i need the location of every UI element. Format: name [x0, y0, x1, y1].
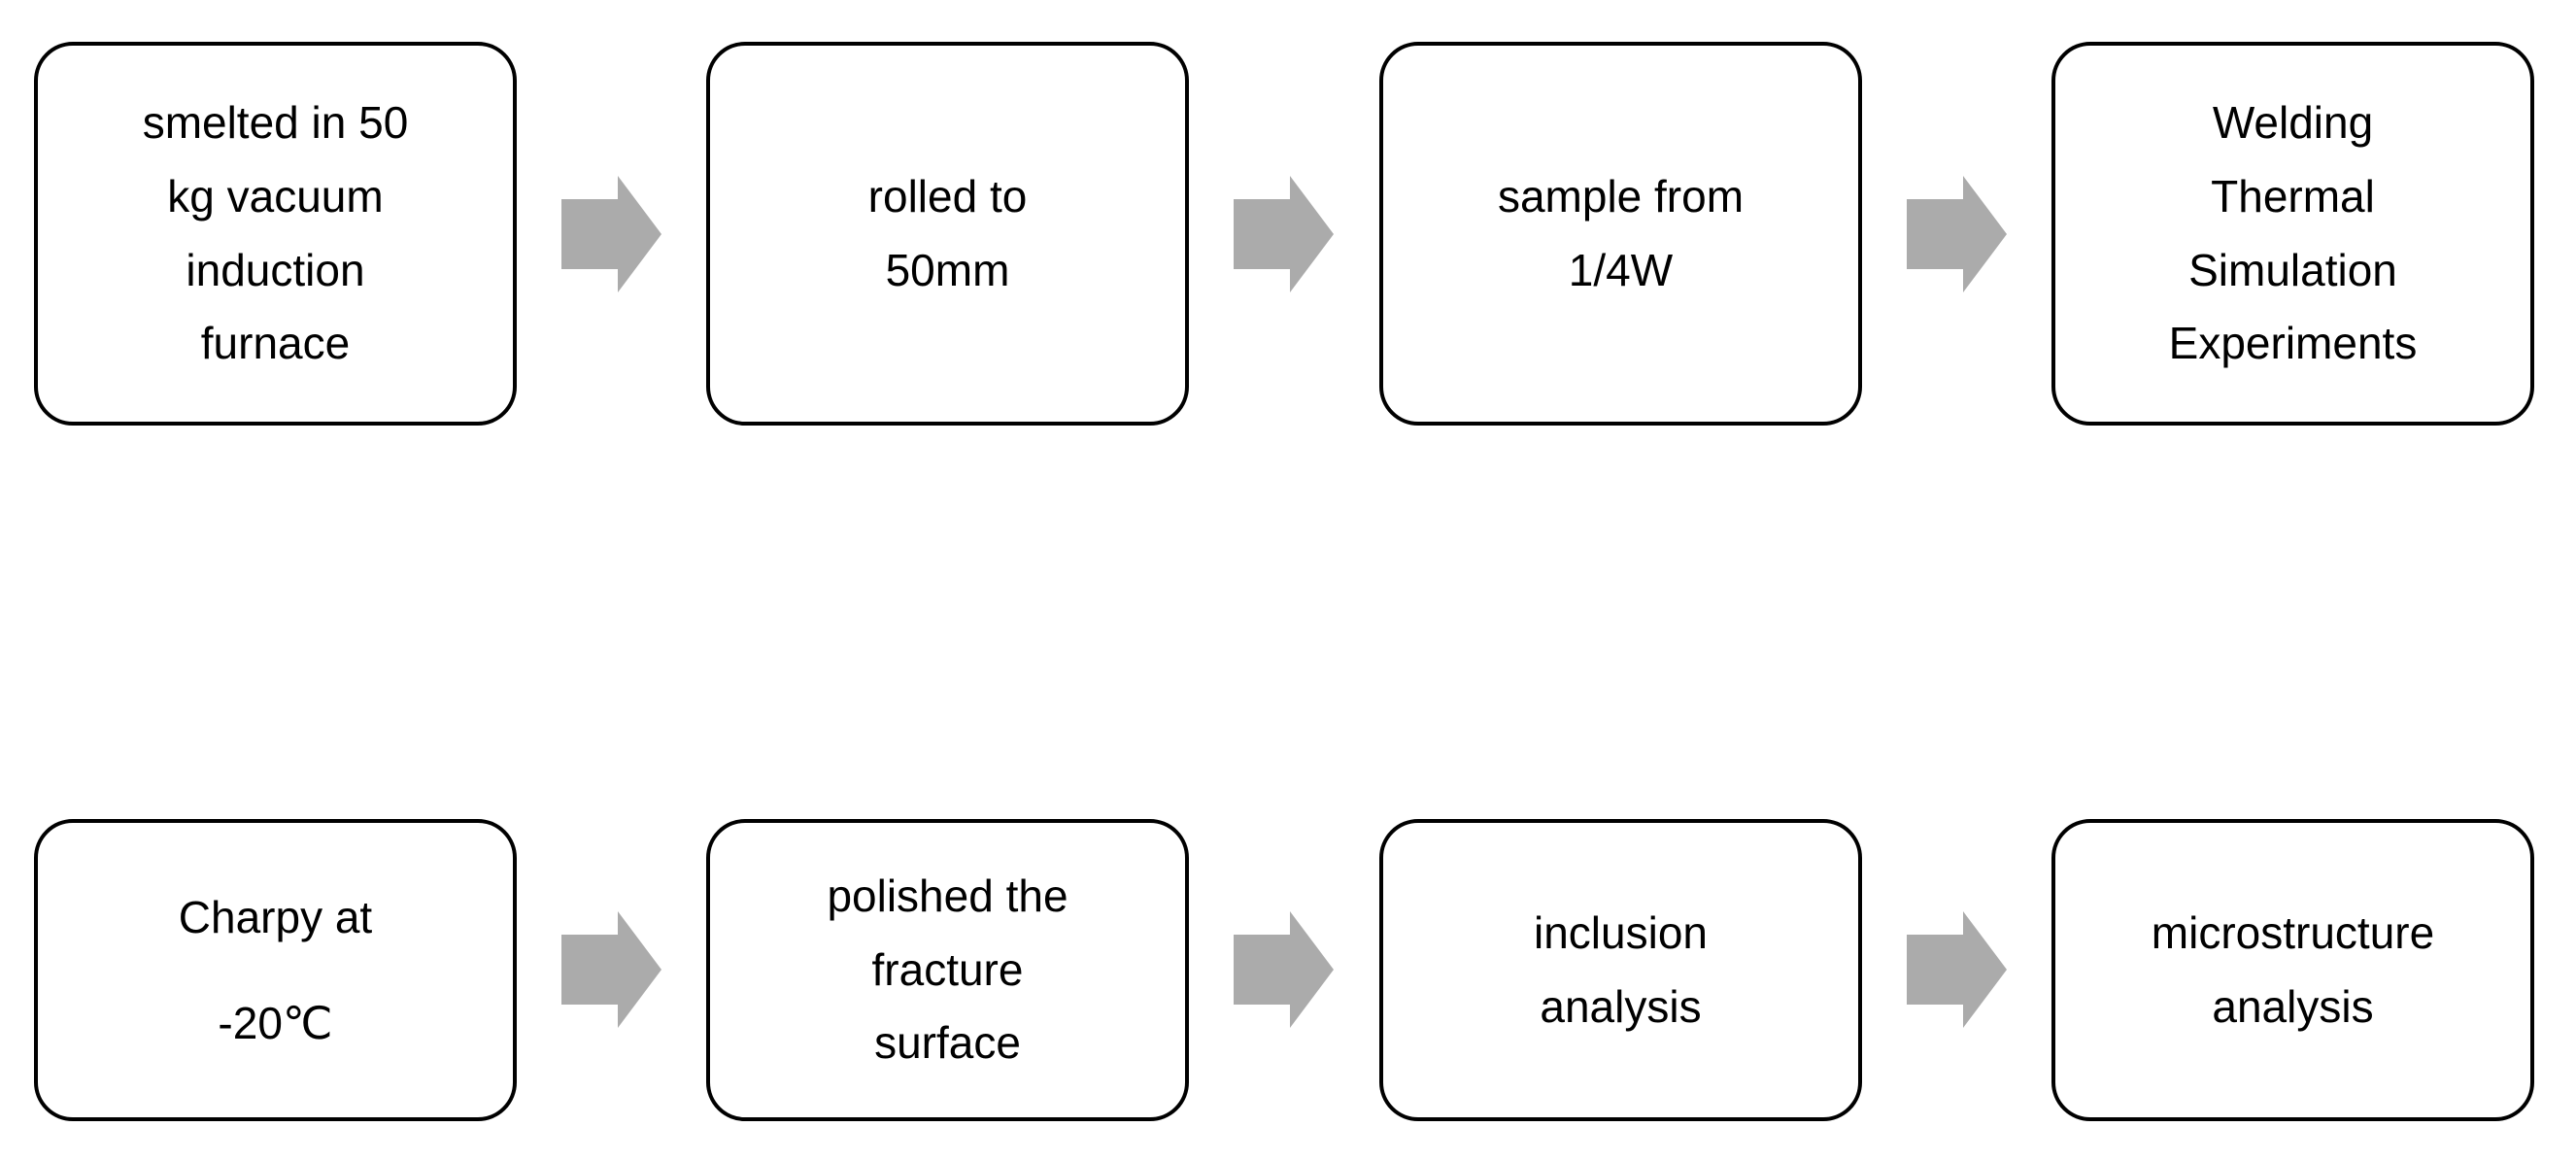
flow-step-smelted: smelted in 50 kg vacuum induction furnac…	[34, 42, 517, 426]
flow-step-charpy: Charpy at -20℃	[34, 819, 517, 1121]
right-arrow-icon	[561, 176, 661, 292]
right-arrow-icon	[1907, 911, 2007, 1028]
flow-step-rolled: rolled to 50mm	[706, 42, 1189, 426]
flow-step-welding-thermal-simulation-label: Welding Thermal Simulation Experiments	[2168, 96, 2418, 369]
right-arrow-icon	[1907, 176, 2007, 292]
flow-step-sample: sample from 1/4W	[1379, 42, 1862, 426]
flow-step-welding-thermal-simulation: Welding Thermal Simulation Experiments	[2051, 42, 2534, 426]
flow-step-microstructure-analysis-label: microstructure analysis	[2151, 906, 2435, 1032]
flow-step-charpy-label: Charpy at -20℃	[178, 892, 373, 1048]
right-arrow-shape	[1907, 176, 2007, 292]
right-arrow-shape	[1234, 176, 1334, 292]
flow-step-sample-label: sample from 1/4W	[1497, 170, 1745, 295]
flow-step-microstructure-analysis: microstructure analysis	[2051, 819, 2534, 1121]
flow-step-smelted-label: smelted in 50 kg vacuum induction furnac…	[142, 96, 409, 369]
right-arrow-shape	[561, 176, 661, 292]
right-arrow-icon	[561, 911, 661, 1028]
flow-step-polished-label: polished the fracture surface	[827, 870, 1068, 1069]
flow-step-inclusion-analysis: inclusion analysis	[1379, 819, 1862, 1121]
right-arrow-shape	[1234, 911, 1334, 1028]
flow-step-polished: polished the fracture surface	[706, 819, 1189, 1121]
right-arrow-icon	[1234, 911, 1334, 1028]
flow-step-inclusion-analysis-label: inclusion analysis	[1534, 906, 1708, 1032]
right-arrow-icon	[1234, 176, 1334, 292]
right-arrow-shape	[1907, 911, 2007, 1028]
flow-step-rolled-label: rolled to 50mm	[867, 170, 1028, 295]
right-arrow-shape	[561, 911, 661, 1028]
